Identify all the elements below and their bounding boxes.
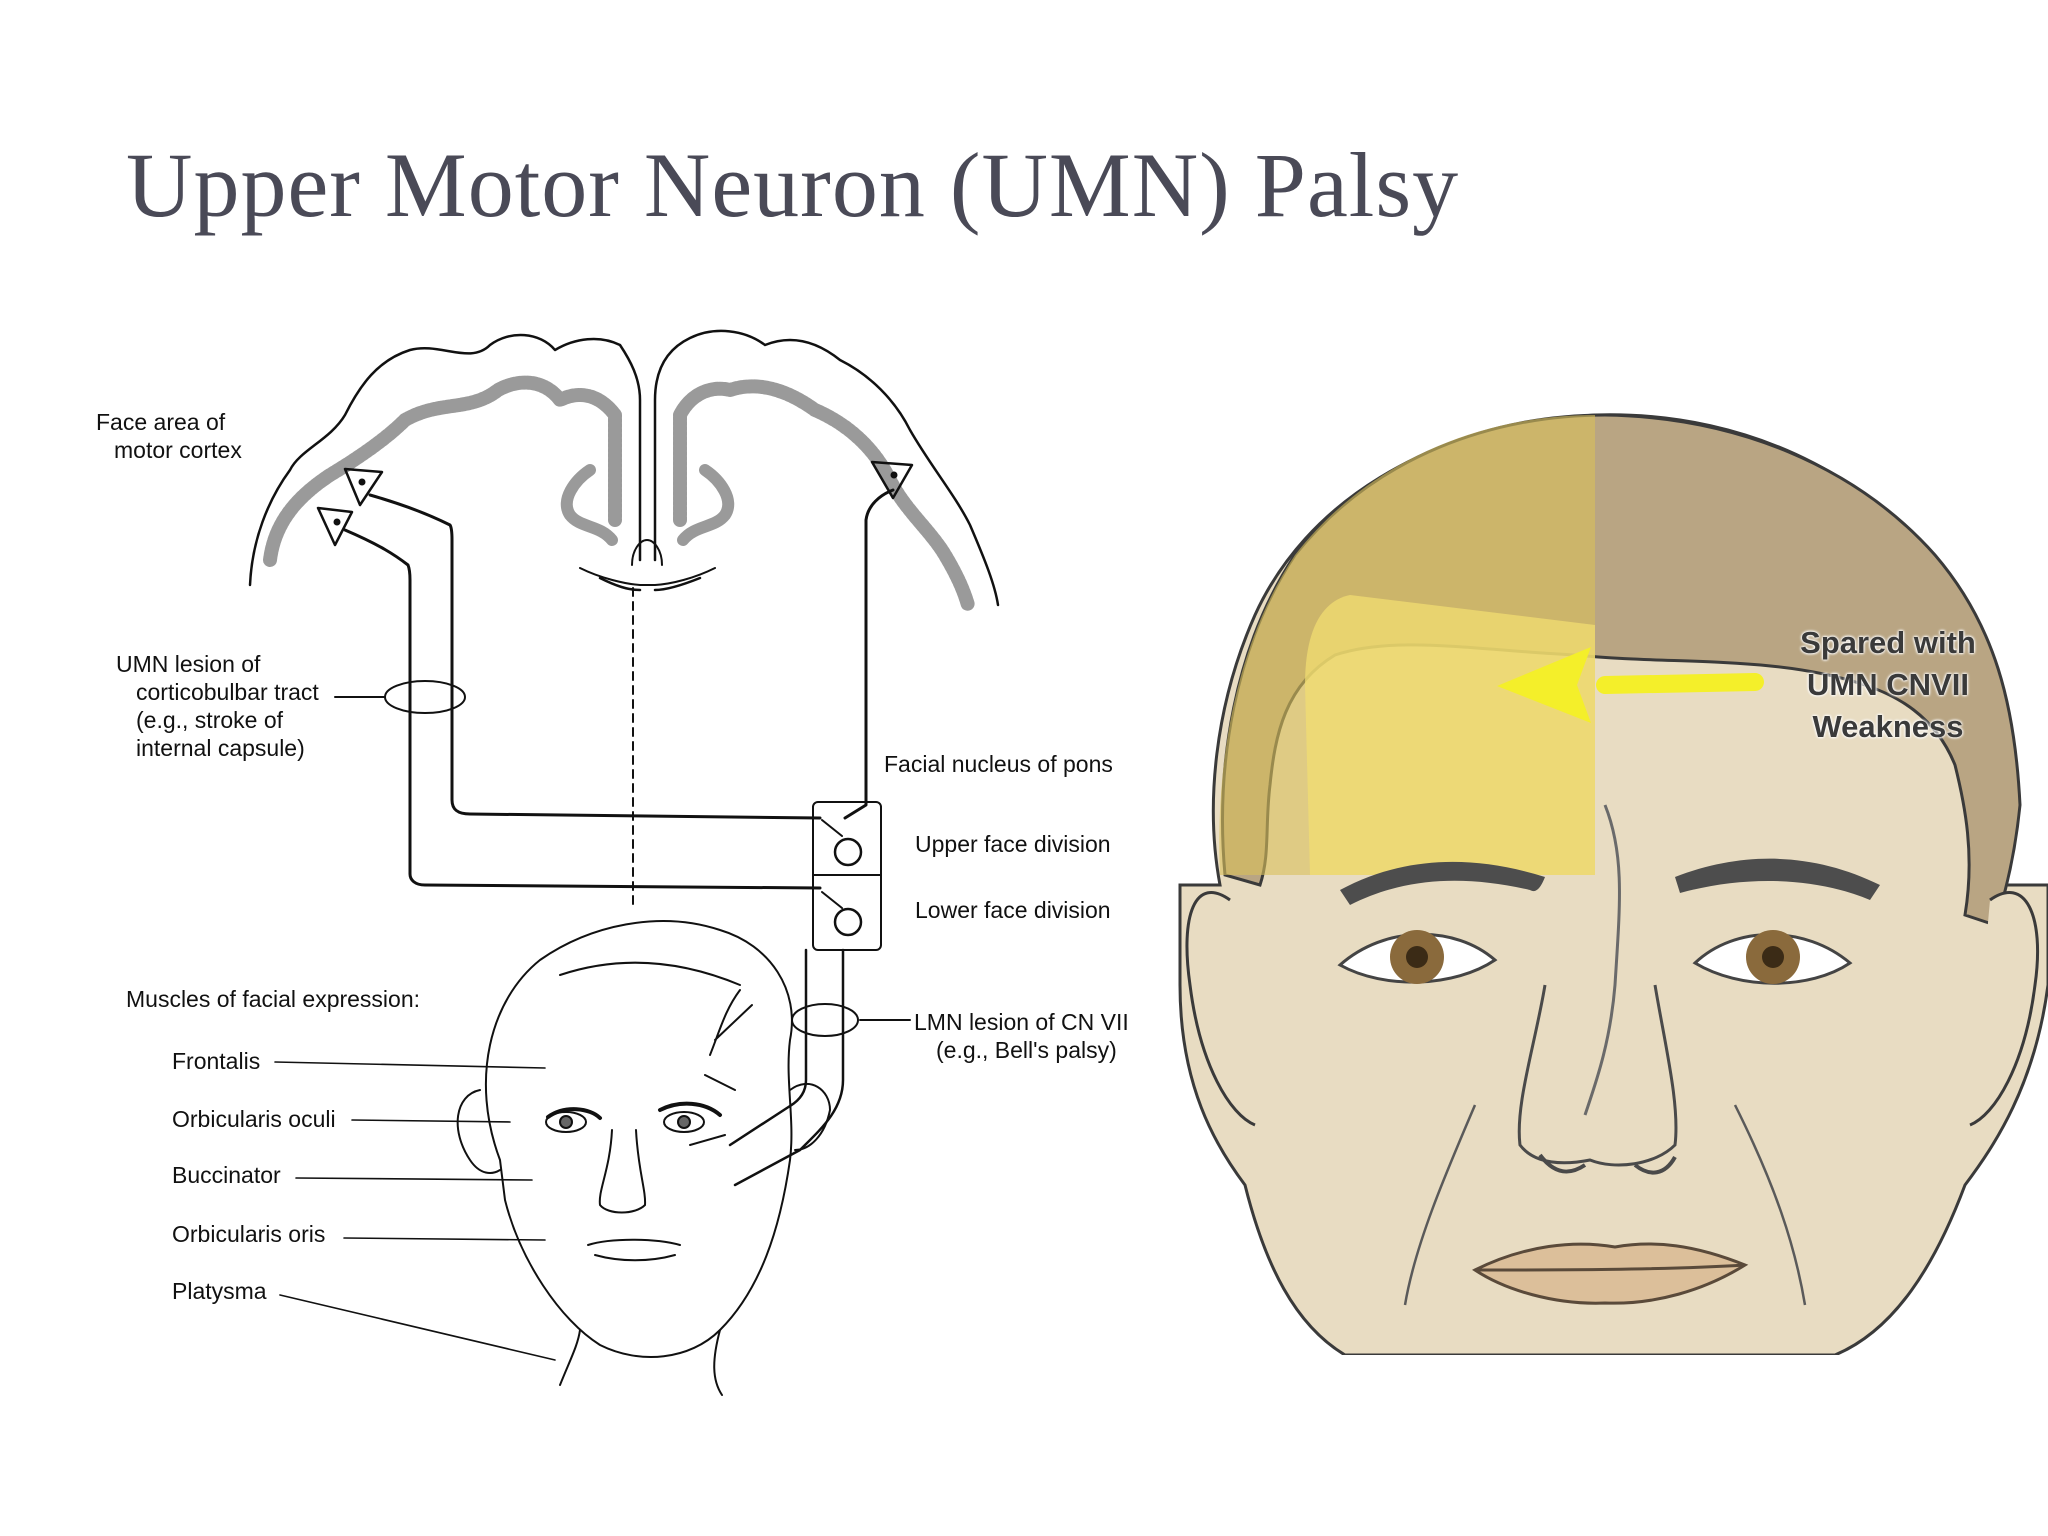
spared-caption: Spared with UMN CNVII Weakness <box>1800 625 1976 744</box>
right-eye <box>1692 930 1853 985</box>
lmn-lesion-label: LMN lesion of CN VII (e.g., Bell's palsy… <box>914 1009 1129 1063</box>
muscle-label-orbicularis-oculi: Orbicularis oculi <box>172 1106 336 1132</box>
facial-nucleus-label: Facial nucleus of pons <box>884 751 1113 777</box>
muscles-heading: Muscles of facial expression: <box>126 986 421 1012</box>
pathway-diagram <box>248 329 1000 1396</box>
facial-nerve-cn7 <box>728 948 845 1187</box>
buccinator-leader <box>295 1177 533 1181</box>
corticobulbar-tract-left-outer <box>368 493 822 820</box>
upper-division-neuron-icon <box>833 837 863 867</box>
orbicularis-oris-leader <box>343 1237 546 1241</box>
forehead-spared-area <box>1305 595 1595 875</box>
left-eyebrow <box>1340 861 1545 905</box>
muscle-label-platysma: Platysma <box>172 1278 267 1304</box>
platysma-leader <box>279 1294 556 1361</box>
lower-face-division-label: Lower face division <box>915 897 1111 923</box>
slide-title: Upper Motor Neuron (UMN) Palsy <box>126 134 1460 236</box>
right-ear <box>1969 891 2040 1127</box>
lower-division-neuron-icon <box>833 907 863 937</box>
spared-arrow-icon <box>1497 647 1764 723</box>
face-area-label: Face area of motor cortex <box>96 409 242 463</box>
left-ear <box>1185 891 1256 1127</box>
left-lower-neuron-icon <box>316 506 354 547</box>
muscle-label-frontalis: Frontalis <box>172 1048 261 1074</box>
lmn-lesion-marker <box>791 1003 859 1037</box>
orbicularis-oculi-leader <box>351 1119 511 1123</box>
upper-face-division-label: Upper face division <box>915 831 1111 857</box>
brain-cortex-outline <box>248 329 1000 612</box>
corticobulbar-tract-right <box>843 488 895 820</box>
muscle-label-buccinator: Buccinator <box>172 1162 281 1188</box>
nose <box>1517 984 1678 1167</box>
corticobulbar-tract-left-inner <box>343 528 822 890</box>
left-upper-neuron-icon <box>343 467 384 507</box>
muscle-label-orbicularis-oris: Orbicularis oris <box>172 1221 326 1247</box>
right-eyebrow <box>1675 858 1880 900</box>
left-eye <box>1337 930 1498 984</box>
head-outline <box>456 920 831 1396</box>
umn-lesion-label: UMN lesion of corticobulbar tract (e.g.,… <box>116 651 319 761</box>
frontalis-leader <box>274 1061 546 1069</box>
face-illustration <box>1178 413 2048 1355</box>
right-neuron-icon <box>870 460 914 500</box>
